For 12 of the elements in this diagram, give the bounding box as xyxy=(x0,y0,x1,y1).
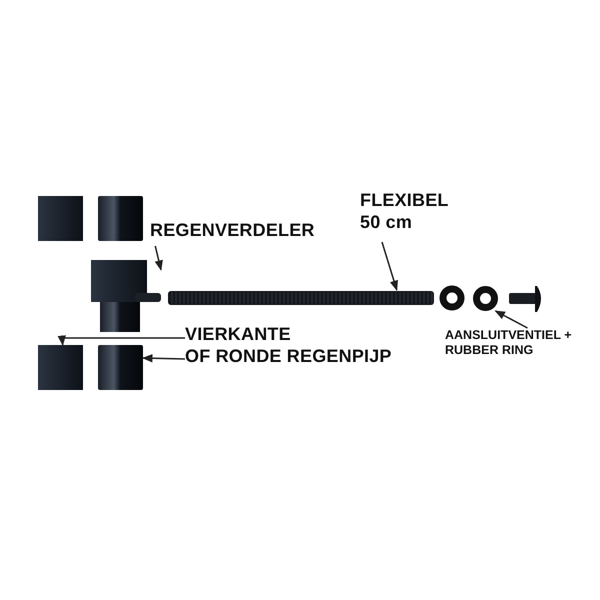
leader-arrow xyxy=(494,310,528,329)
leader-arrow xyxy=(154,246,163,271)
part-label: RUBBER RING xyxy=(445,343,534,358)
part-label: OF RONDE REGENPIJP xyxy=(185,346,393,368)
leader-arrow xyxy=(58,335,185,346)
part-label: REGENVERDELER xyxy=(150,220,316,242)
leader-arrow xyxy=(381,242,398,291)
part-label: FLEXIBEL xyxy=(360,190,450,212)
part-label: 50 cm xyxy=(360,212,414,234)
part-label: AANSLUITVENTIEL + xyxy=(445,328,573,343)
leader-arrow xyxy=(142,354,186,362)
part-label: VIERKANTE xyxy=(185,324,292,346)
